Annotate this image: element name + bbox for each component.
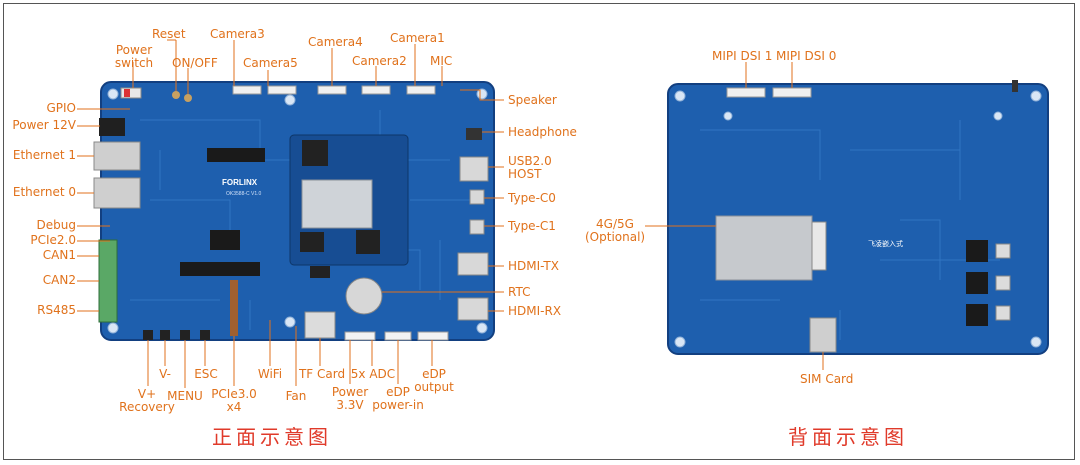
label-power-switch: Power switch — [114, 43, 154, 70]
power-jack-part — [99, 118, 125, 136]
label-edp-output: eDP output — [414, 367, 454, 394]
front-right-connectors — [457, 156, 489, 321]
pcie30-slot — [230, 280, 238, 336]
label-mic: MIC — [430, 54, 453, 68]
label-reset: Reset — [152, 27, 186, 41]
label-ethernet1: Ethernet 1 — [12, 148, 76, 162]
label-on-off: ON/OFF — [172, 56, 218, 70]
label-can2: CAN2 — [42, 273, 76, 287]
label-esc: ESC — [194, 367, 218, 381]
label-can1: CAN1 — [42, 248, 76, 262]
label-type-c1: Type-C1 — [508, 219, 556, 233]
reset-part — [172, 91, 180, 99]
label-debug: Debug — [36, 218, 76, 232]
label-menu: MENU — [167, 389, 203, 403]
power-switch-part — [120, 87, 142, 99]
label-camera3: Camera3 — [210, 27, 265, 41]
front-bottom-connectors — [344, 331, 449, 341]
modem-module — [715, 215, 813, 281]
leader-lines — [77, 39, 824, 388]
label-wifi: WiFi — [257, 367, 283, 381]
label-camera4: Camera4 — [308, 35, 363, 49]
rtc-battery — [345, 277, 383, 315]
label-mipi-dsi-0: MIPI DSI 0 — [776, 49, 837, 63]
label-camera2: Camera2 — [352, 54, 407, 68]
label-headphone: Headphone — [508, 125, 577, 139]
caption-front: 正面示意图 — [212, 425, 332, 449]
can-terminal-part — [98, 239, 118, 323]
label-sim-card: SIM Card — [800, 372, 854, 386]
onoff-part — [184, 94, 192, 102]
label-v-plus-recovery: V+ Recovery — [119, 387, 175, 414]
label-v-minus: V- — [159, 367, 171, 381]
label-5x-adc: 5x ADC — [350, 367, 396, 381]
label-pcie20: PCIe2.0 — [30, 233, 76, 247]
soc-shield — [301, 179, 373, 229]
label-power-3v3: Power 3.3V — [331, 385, 369, 412]
sim-slot — [809, 317, 837, 353]
label-fan: Fan — [285, 389, 307, 403]
back-board: 飞凌嵌入式 — [667, 80, 1049, 355]
label-tf-card: TF Card — [298, 367, 346, 381]
headphone-part — [466, 128, 482, 140]
label-usb20-host: USB2.0 HOST — [508, 154, 552, 181]
back-chips — [966, 240, 988, 326]
back-logo: 飞凌嵌入式 — [868, 239, 903, 248]
label-pcie30: PCIe3.0 x4 — [211, 387, 257, 414]
label-edp-power-in: eDP power-in — [372, 385, 424, 412]
label-mipi-dsi-1: MIPI DSI 1 — [712, 49, 773, 63]
front-buttons — [143, 330, 210, 340]
figure-frame — [3, 3, 1075, 460]
label-gpio: GPIO — [46, 101, 76, 115]
back-mount-holes — [674, 90, 1042, 348]
front-board: FORLINX OK3588-C V1.0 — [93, 81, 495, 341]
label-hdmi-rx: HDMI-RX — [508, 304, 562, 318]
label-4g-5g: 4G/5G (Optional) — [585, 217, 646, 244]
back-switches — [995, 243, 1011, 321]
label-camera5: Camera5 — [243, 56, 298, 70]
pin-header-part — [207, 148, 265, 162]
label-hdmi-tx: HDMI-TX — [508, 259, 559, 273]
front-traces — [130, 110, 470, 330]
label-ethernet0: Ethernet 0 — [12, 185, 76, 199]
ethernet1-part — [93, 141, 141, 171]
gpio-header-part — [180, 262, 260, 276]
label-power-12v: Power 12V — [12, 118, 76, 132]
ethernet0-part — [93, 177, 141, 209]
label-rs485: RS485 — [37, 303, 76, 317]
label-speaker: Speaker — [508, 93, 557, 107]
front-camera-connectors — [232, 85, 436, 95]
label-rtc: RTC — [508, 285, 531, 299]
tf-card-part — [304, 311, 336, 339]
caption-back: 背面示意图 — [788, 425, 908, 449]
board-logo: FORLINX — [222, 178, 258, 187]
label-camera1: Camera1 — [390, 31, 445, 45]
label-type-c0: Type-C0 — [508, 191, 556, 205]
board-model: OK3588-C V1.0 — [226, 191, 262, 197]
